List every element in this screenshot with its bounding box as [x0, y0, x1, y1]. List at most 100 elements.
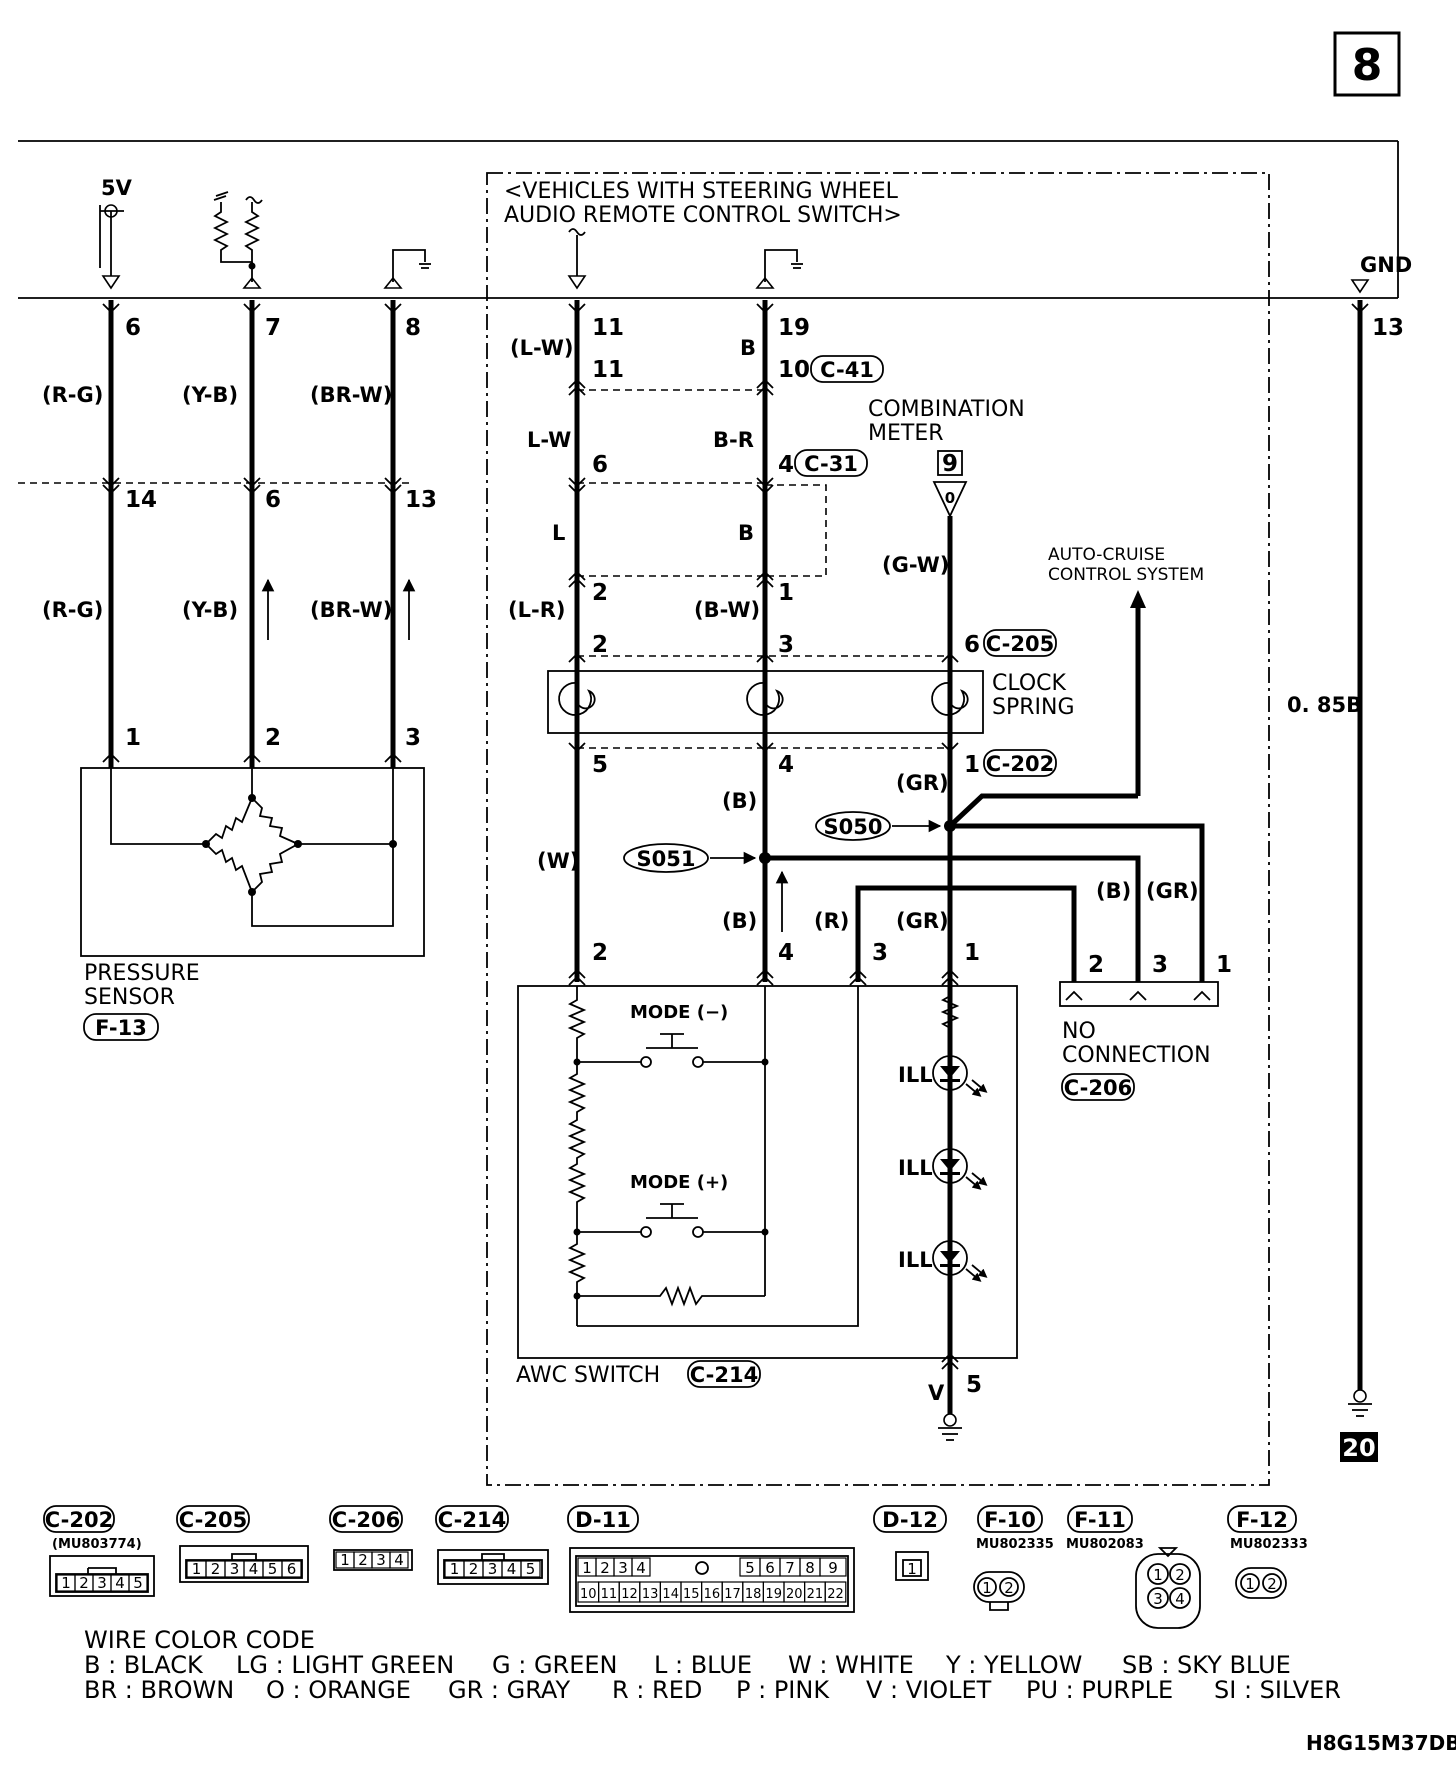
- nc-pin-1: 1: [1216, 952, 1232, 978]
- pin-1: 1: [778, 580, 794, 606]
- ill-label-2: ILL: [898, 1156, 933, 1180]
- wc-gw: (G-W): [882, 553, 949, 577]
- pressure-sensor-label-2: SENSOR: [84, 985, 175, 1010]
- connector-pin-number: 4: [115, 1574, 125, 1592]
- clock-spring-label-2: SPRING: [992, 695, 1075, 720]
- connector-face-d12: D-12 1: [873, 1505, 947, 1581]
- legend-entry: LG : LIGHT GREEN: [236, 1651, 454, 1679]
- wc-b-6: (B): [722, 909, 757, 933]
- connector-pin-number: 1: [192, 1560, 202, 1578]
- clock-spring-label-1: CLOCK: [992, 671, 1067, 696]
- connector-pin-number: 15: [683, 1587, 700, 1602]
- wire-r: [855, 885, 1077, 982]
- awc-pin-2: 2: [592, 940, 608, 966]
- svg-text:C-214: C-214: [438, 1508, 506, 1532]
- wc-rg-2: (R-G): [42, 598, 103, 622]
- connector-pin-number: 3: [618, 1559, 628, 1577]
- connector-pin-number: 12: [621, 1587, 638, 1602]
- sensor-pin-3: 3: [405, 725, 421, 751]
- pressure-bridge-icon: [110, 768, 394, 927]
- legend-entry: SI : SILVER: [1214, 1676, 1341, 1704]
- connector-pin-number: 5: [526, 1560, 536, 1578]
- connector-pin-number: 2: [600, 1559, 610, 1577]
- page-number-box: [1333, 31, 1401, 97]
- wc-r-6: (R): [814, 909, 849, 933]
- pin-19: 19: [778, 315, 810, 341]
- no-connection-label-2: CONNECTION: [1062, 1043, 1211, 1068]
- pin-4: 4: [778, 452, 794, 478]
- connector-pin-number: 4: [394, 1551, 404, 1569]
- pin-6b: 6: [265, 487, 281, 513]
- wc-yb-1: (Y-B): [182, 383, 238, 407]
- connector-pin-cell: [389, 1551, 409, 1569]
- nc-pin-2: 2: [1088, 952, 1104, 978]
- wc-v: V: [928, 1381, 945, 1405]
- combination-meter-label-2: METER: [868, 421, 944, 446]
- legend-entry: B : BLACK: [84, 1651, 204, 1679]
- ecu-ground-icon-2: [764, 249, 798, 282]
- sensor-pin-2: 2: [265, 725, 281, 751]
- svg-text:C-206: C-206: [332, 1508, 400, 1532]
- no-connection-label-1: NO: [1062, 1019, 1096, 1044]
- connector-pin-cell: [520, 1560, 541, 1578]
- svg-text:1: 1: [1153, 1566, 1163, 1584]
- meter-pin-9: 9: [942, 451, 958, 477]
- label-gnd: GND: [1360, 253, 1412, 277]
- connector-pin-number: 17: [724, 1587, 741, 1602]
- connector-pin-number: 21: [807, 1587, 824, 1602]
- legend-entry: Y : YELLOW: [945, 1651, 1082, 1679]
- wc-lr: (L-R): [508, 598, 565, 622]
- awc-pin-4: 4: [778, 940, 794, 966]
- wc-gr-6: (GR): [896, 909, 949, 933]
- connector-face-f12: F-12 MU802333 1 2: [1227, 1505, 1308, 1599]
- connector-pin-number: 5: [268, 1560, 278, 1578]
- svg-text:4: 4: [1175, 1590, 1185, 1608]
- connector-pin-number: 1: [450, 1560, 460, 1578]
- connector-pin-number: 9: [828, 1559, 838, 1577]
- pin-5: 5: [592, 752, 608, 778]
- svg-text:S050: S050: [824, 815, 883, 839]
- connector-pin-number: 1: [61, 1574, 71, 1592]
- legend-entry: P : PINK: [736, 1676, 830, 1704]
- illumination-led-icons: [932, 986, 968, 1276]
- legend-entry: GR : GRAY: [448, 1676, 570, 1704]
- connector-c206-label: C-206: [1064, 1076, 1132, 1100]
- diagram-ref-code: H8G15M37DB: [1306, 1731, 1456, 1755]
- svg-text:F-10: F-10: [984, 1508, 1036, 1532]
- svg-text:1: 1: [982, 1579, 992, 1597]
- splice-s050: [815, 811, 891, 841]
- pin-6: 6: [125, 315, 141, 341]
- no-connection-box: [1059, 981, 1219, 1007]
- connector-pin-number: 3: [230, 1560, 240, 1578]
- legend-entry: V : VIOLET: [866, 1676, 992, 1704]
- wc-yb-2: (Y-B): [182, 598, 238, 622]
- svg-text:MU802083: MU802083: [1066, 1537, 1144, 1552]
- wc-b-5: (B): [722, 789, 757, 813]
- connector-pin-cell: [631, 1557, 651, 1577]
- connector-pin-number: 14: [662, 1587, 679, 1602]
- connector-c214-label: C-214: [690, 1363, 758, 1387]
- pin-2: 2: [592, 580, 608, 606]
- connector-pin-number: 2: [211, 1560, 221, 1578]
- page-number: 8: [1352, 40, 1383, 91]
- clock-spring-box: [547, 670, 984, 734]
- pin-11: 11: [592, 315, 624, 341]
- connector-pin-cell: [824, 1581, 847, 1603]
- awc-switch-label: AWC SWITCH: [516, 1363, 660, 1388]
- connector-pin-number: 18: [745, 1587, 762, 1602]
- splice-s051: [623, 843, 709, 873]
- ill-label-1: ILL: [898, 1063, 933, 1087]
- connector-f13-label: F-13: [95, 1016, 147, 1040]
- connector-pin-number: 2: [469, 1560, 479, 1578]
- pin-3: 3: [778, 632, 794, 658]
- wc-b-7: (B): [1096, 879, 1131, 903]
- splice-s050-dot: [944, 820, 956, 832]
- connector-pin-number: 1: [582, 1559, 592, 1577]
- wc-rg-1: (R-G): [42, 383, 103, 407]
- ground-pin-5: 5: [966, 1372, 982, 1398]
- pull-resistor-icon: [212, 202, 261, 263]
- svg-text:2: 2: [1267, 1575, 1277, 1593]
- connector-pin-number: 10: [580, 1587, 597, 1602]
